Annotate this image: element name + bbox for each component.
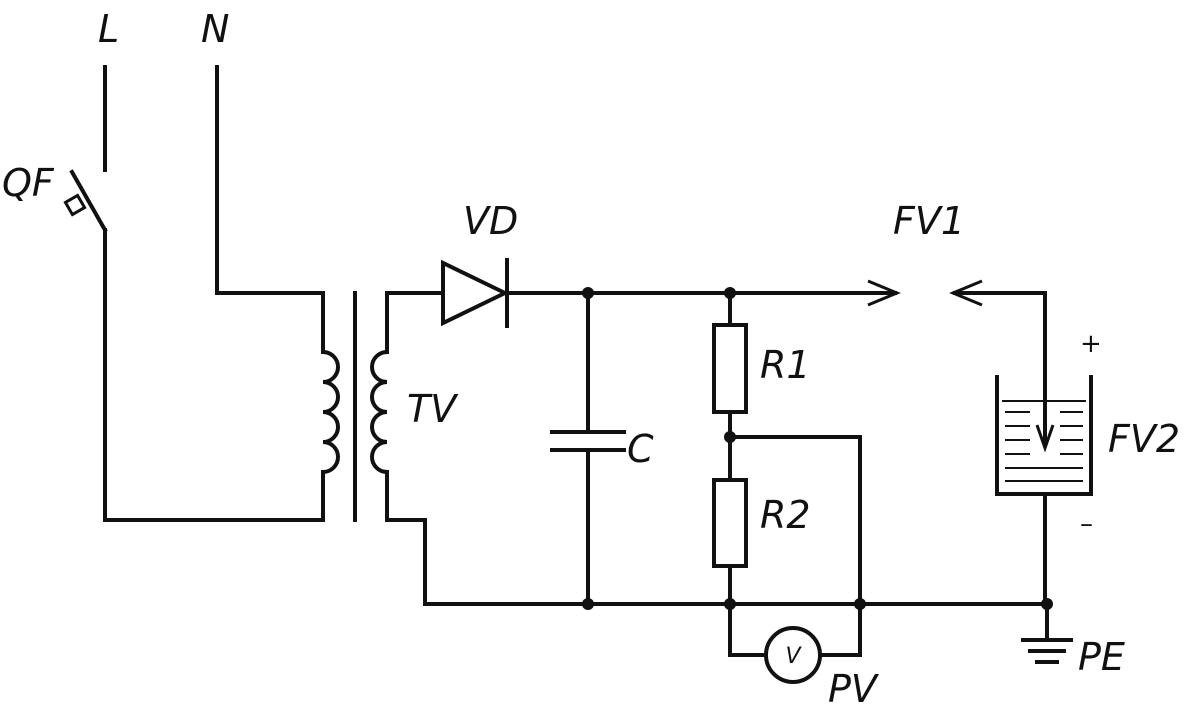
label-r2: R2 — [760, 493, 811, 537]
junction-dots — [582, 287, 1053, 610]
label-qf: QF — [2, 161, 55, 205]
label-pe: PE — [1078, 635, 1125, 679]
line-wire — [103, 65, 325, 522]
label-c: C — [627, 427, 654, 471]
cell-plus-sign: + — [1080, 329, 1102, 359]
label-r1: R1 — [760, 343, 811, 387]
label-fv1: FV1 — [893, 199, 965, 243]
resistor-r2 — [712, 478, 748, 606]
label-tv: TV — [407, 387, 459, 431]
label-pv: PV — [828, 667, 880, 709]
electrolytic-cell-fv2 — [995, 375, 1093, 606]
spark-gap-right-electrode — [949, 279, 1055, 453]
neutral-wire — [215, 65, 325, 295]
diode-vd — [385, 258, 510, 328]
breaker-qf — [63, 169, 108, 233]
voltmeter-pv — [728, 602, 862, 684]
label-n: N — [201, 7, 229, 51]
label-vd: VD — [463, 199, 518, 243]
divider-tap-wire — [728, 435, 862, 657]
ground-pe — [1021, 602, 1073, 664]
label-l: L — [98, 7, 119, 51]
transformer-tv — [320, 291, 427, 606]
cell-minus-sign: – — [1080, 509, 1093, 539]
voltmeter-symbol: V — [785, 644, 802, 669]
label-fv2: FV2 — [1108, 417, 1180, 461]
spark-gap-left-arrow — [867, 279, 901, 307]
resistor-r1 — [712, 291, 748, 482]
capacitor-c — [550, 291, 626, 606]
